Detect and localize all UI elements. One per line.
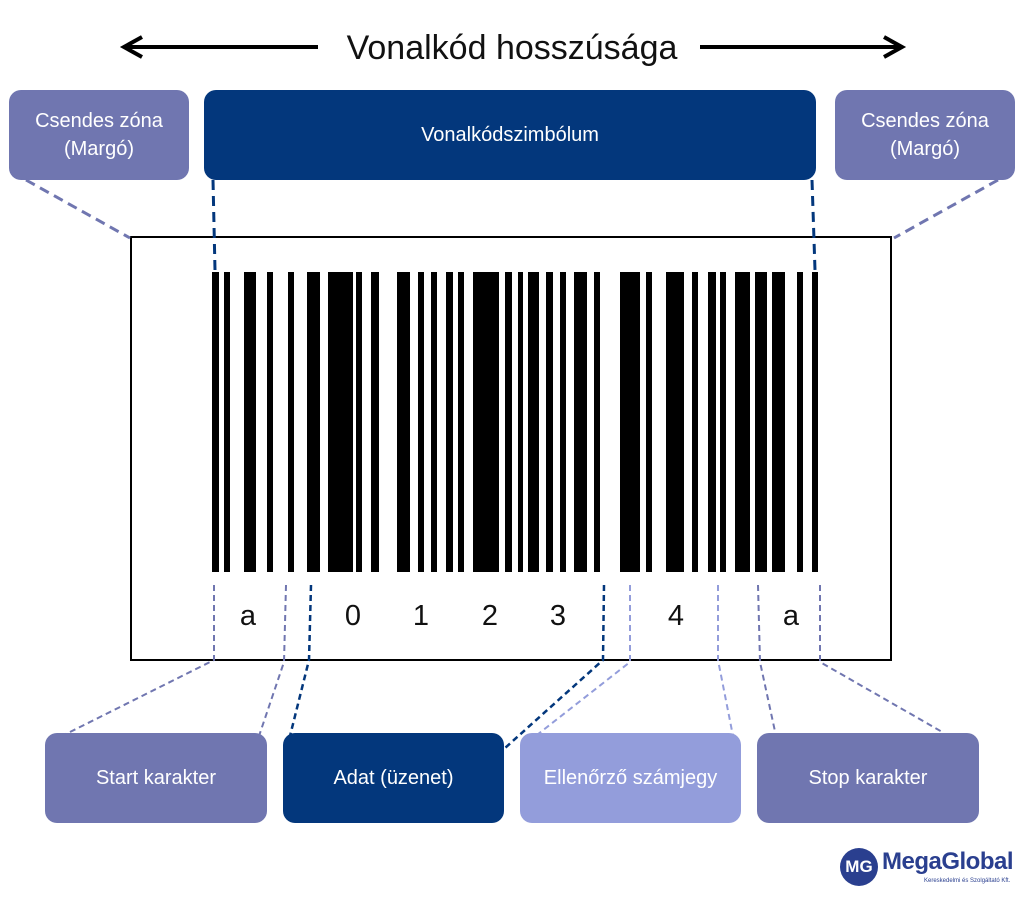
digit-4: 4 xyxy=(667,600,685,632)
barcode-symbol-box: Vonalkódszimbólum xyxy=(204,90,816,180)
left-arrow-icon xyxy=(119,35,318,59)
start-character-label: Start karakter xyxy=(95,767,217,789)
quiet-zone-left-box: Csendes zóna (Margó) xyxy=(9,90,189,180)
digit-2: 2 xyxy=(481,600,499,632)
right-arrow-icon xyxy=(700,35,907,59)
quiet-zone-left-line1: Csendes zóna xyxy=(35,110,163,132)
megaglobal-logo: MG MegaGlobal Kereskedelmi és Szolgáltat… xyxy=(838,846,1016,890)
digit-start: a xyxy=(239,600,257,632)
digit-1: 1 xyxy=(412,600,430,632)
barcode-symbol-label: Vonalkódszimbólum xyxy=(421,124,599,146)
barcode-length-arrows xyxy=(119,35,907,59)
check-digit-label: Ellenőrző számjegy xyxy=(543,767,718,789)
digit-3: 3 xyxy=(549,600,567,632)
page-title: Vonalkód hosszúsága xyxy=(346,29,678,67)
data-message-label: Adat (üzenet) xyxy=(333,767,454,789)
start-character-box: Start karakter xyxy=(45,733,267,823)
quiet-zone-right-box: Csendes zóna (Margó) xyxy=(835,90,1015,180)
connector-quiet-left xyxy=(25,178,131,240)
quiet-zone-right-line2: (Margó) xyxy=(889,138,960,160)
data-message-box: Adat (üzenet) xyxy=(283,733,504,823)
check-digit-box: Ellenőrző számjegy xyxy=(520,733,741,823)
quiet-zone-right-line1: Csendes zóna xyxy=(861,110,989,132)
stop-character-label: Stop karakter xyxy=(808,767,928,789)
digit-stop: a xyxy=(782,600,800,632)
digit-0: 0 xyxy=(344,600,362,632)
connector-quiet-right xyxy=(893,178,999,240)
logo-mark-icon: MG xyxy=(840,848,878,886)
logo-name: MegaGlobal xyxy=(882,848,1014,875)
quiet-zone-left-line2: (Margó) xyxy=(63,138,134,160)
stop-character-box: Stop karakter xyxy=(757,733,979,823)
logo-subtitle: Kereskedelmi és Szolgáltató Kft. xyxy=(924,878,1011,884)
